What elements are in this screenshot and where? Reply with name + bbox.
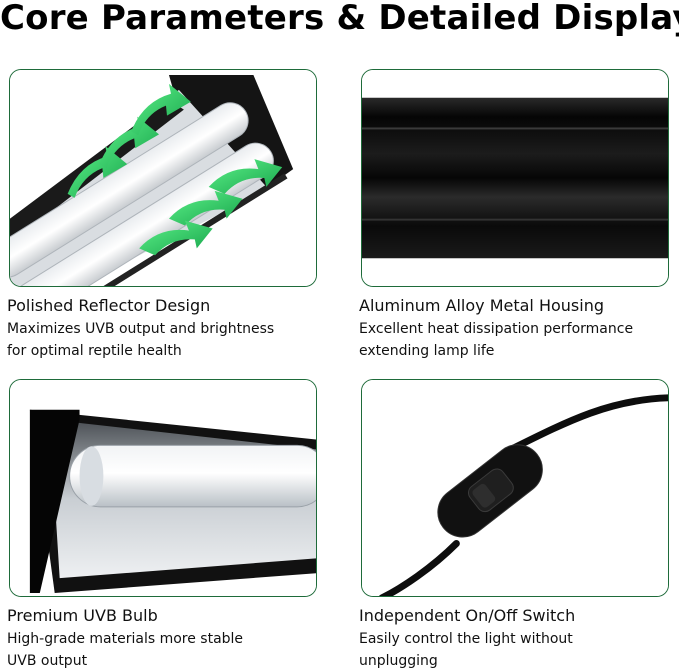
uvb-tube-upper bbox=[10, 102, 249, 278]
feature-desc-line: Maximizes UVB output and brightness bbox=[7, 321, 275, 337]
feature-desc-line: UVB output bbox=[7, 653, 88, 669]
housing-image bbox=[361, 69, 669, 287]
feature-title: Independent On/Off Switch bbox=[359, 606, 576, 625]
feature-caption: Polished Reflector Design Maximizes UVB … bbox=[7, 296, 327, 362]
feature-desc-line: Easily control the light without bbox=[359, 631, 573, 647]
feature-desc-line: extending lamp life bbox=[359, 343, 495, 359]
airflow-arrows bbox=[67, 83, 283, 256]
arrow-icon bbox=[168, 190, 243, 226]
feature-title: Premium UVB Bulb bbox=[7, 606, 158, 625]
feature-title: Polished Reflector Design bbox=[7, 296, 211, 315]
arrow-icon bbox=[139, 220, 213, 256]
arrow-icon bbox=[208, 159, 283, 194]
arrow-icon bbox=[131, 83, 191, 136]
rocker-switch bbox=[437, 444, 543, 538]
power-cord bbox=[379, 540, 460, 596]
arrow-icon bbox=[67, 146, 128, 198]
feature-desc-line: Excellent heat dissipation performance bbox=[359, 321, 634, 337]
housing-endcap bbox=[29, 409, 80, 594]
feature-desc-line: for optimal reptile health bbox=[7, 343, 182, 359]
power-cord bbox=[507, 394, 668, 453]
switch-illustration bbox=[362, 380, 668, 596]
feature-desc-line: unplugging bbox=[359, 653, 438, 669]
feature-caption: Aluminum Alloy Metal Housing Excellent h… bbox=[359, 296, 679, 362]
arrow-icon bbox=[99, 116, 160, 169]
housing-illustration bbox=[362, 70, 668, 286]
feature-caption: Independent On/Off Switch Easily control… bbox=[359, 606, 679, 672]
bulb-image bbox=[9, 379, 317, 597]
feature-caption: Premium UVB Bulb High-grade materials mo… bbox=[7, 606, 327, 672]
page-title: Core Parameters & Detailed Display bbox=[0, 0, 679, 38]
reflector-illustration bbox=[10, 70, 316, 286]
reflector-image bbox=[9, 69, 317, 287]
bulb-illustration bbox=[10, 380, 316, 596]
uvb-bulb bbox=[69, 444, 316, 508]
switch-image bbox=[361, 379, 669, 597]
feature-desc-line: High-grade materials more stable bbox=[7, 631, 244, 647]
aluminum-housing bbox=[362, 97, 668, 259]
feature-title: Aluminum Alloy Metal Housing bbox=[359, 296, 604, 315]
